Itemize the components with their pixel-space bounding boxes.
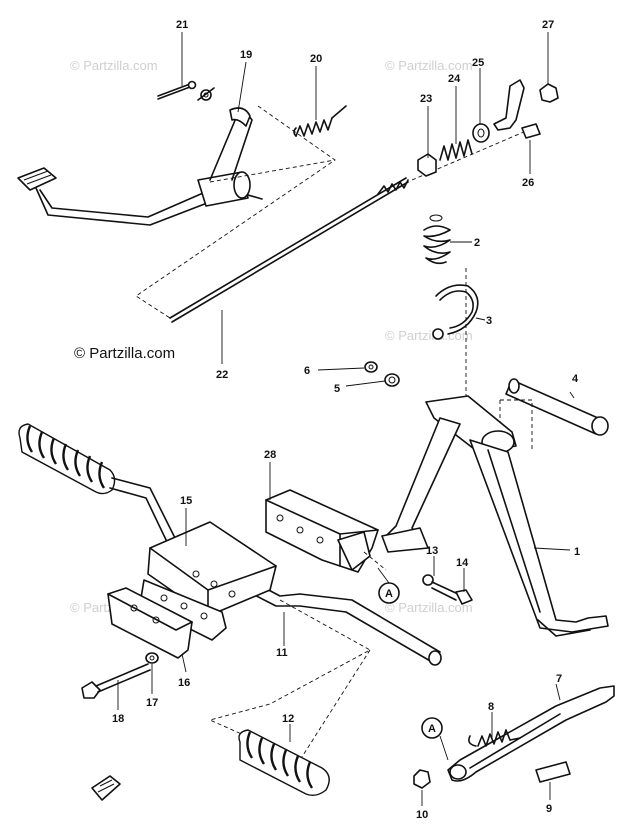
bolt-14 — [431, 581, 459, 601]
callout-13: 13 — [426, 545, 438, 557]
callout-23: 23 — [420, 93, 432, 105]
reference-mark-a-upper: A — [377, 567, 400, 604]
adjuster-spring-24 — [439, 139, 473, 161]
callout-25: 25 — [472, 57, 484, 69]
washer-6 — [364, 361, 378, 373]
pivot-shaft-4 — [505, 379, 605, 435]
bolt-18 — [81, 681, 101, 699]
callout-16: 16 — [178, 677, 190, 689]
watermark-brand: © Partzilla.com — [74, 345, 175, 362]
footrest-bracket-15 — [147, 521, 277, 617]
nut-10 — [413, 769, 431, 789]
stand-right-leg — [469, 439, 609, 633]
side-stand-7 — [447, 685, 615, 782]
side-stand-assembly — [413, 683, 615, 806]
callout-5: 5 — [334, 383, 340, 395]
cap-nut-27 — [539, 83, 559, 103]
watermark-faint: © Partzilla.com — [385, 328, 473, 343]
callout-12: 12 — [282, 713, 294, 725]
brake-switch-lever — [493, 79, 525, 131]
adjuster-nut-23 — [417, 153, 437, 177]
callout-11: 11 — [276, 647, 288, 659]
callout-6: 6 — [304, 365, 310, 377]
callout-8: 8 — [488, 701, 494, 713]
footrest-rubber-12 — [238, 729, 330, 797]
pivot-bolt-9 — [535, 761, 571, 783]
callout-27: 27 — [542, 19, 554, 31]
brake-pedal-arm — [35, 187, 216, 226]
callout-4: 4 — [572, 373, 579, 385]
collar-25 — [472, 123, 490, 143]
center-stand-springs — [423, 214, 486, 398]
reference-mark-a-lower: A — [421, 717, 449, 761]
stand-left-leg — [385, 417, 461, 549]
brake-spring — [295, 117, 333, 137]
circlip-5 — [384, 373, 400, 387]
callout-18: 18 — [112, 713, 124, 725]
callout-10: 10 — [416, 809, 428, 821]
footrest-assembly — [18, 423, 473, 797]
brake-pedal-assembly — [17, 80, 541, 323]
callout-1: 1 — [574, 546, 580, 558]
callout-24: 24 — [448, 73, 461, 85]
callout-21: 21 — [176, 19, 188, 31]
brake-rod — [169, 177, 407, 319]
callout-3: 3 — [486, 315, 492, 327]
callout-19: 19 — [240, 49, 252, 61]
callout-9: 9 — [546, 803, 552, 815]
svg-text:A: A — [428, 723, 436, 735]
pin-26 — [521, 123, 541, 139]
brake-pedal-pad — [17, 167, 57, 191]
brake-adjuster-assembly — [417, 79, 559, 177]
callout-26: 26 — [522, 177, 534, 189]
stand-spring-2 — [423, 225, 451, 265]
main-stand-assembly — [317, 361, 609, 637]
washer-17 — [145, 652, 159, 664]
svg-text:A: A — [385, 588, 393, 600]
cotter-pin — [157, 83, 191, 97]
watermark-faint: © Partzilla.com — [385, 600, 473, 615]
callout-22: 22 — [216, 369, 228, 381]
callout-2: 2 — [474, 237, 480, 249]
washer-13 — [422, 574, 434, 586]
spring-hook-3 — [435, 284, 479, 335]
callout-20: 20 — [310, 53, 322, 65]
callout-17: 17 — [146, 697, 158, 709]
callout-28: 28 — [264, 449, 276, 461]
front-direction-icon — [91, 775, 121, 801]
footrest-rubber-left — [18, 423, 116, 495]
watermark-faint: © Partzilla.com — [70, 58, 158, 73]
callout-14: 14 — [456, 557, 469, 569]
callout-15: 15 — [180, 495, 192, 507]
watermark-faint: © Partzilla.com — [385, 58, 473, 73]
side-stand-spring-8 — [477, 729, 511, 747]
callout-7: 7 — [556, 673, 562, 685]
